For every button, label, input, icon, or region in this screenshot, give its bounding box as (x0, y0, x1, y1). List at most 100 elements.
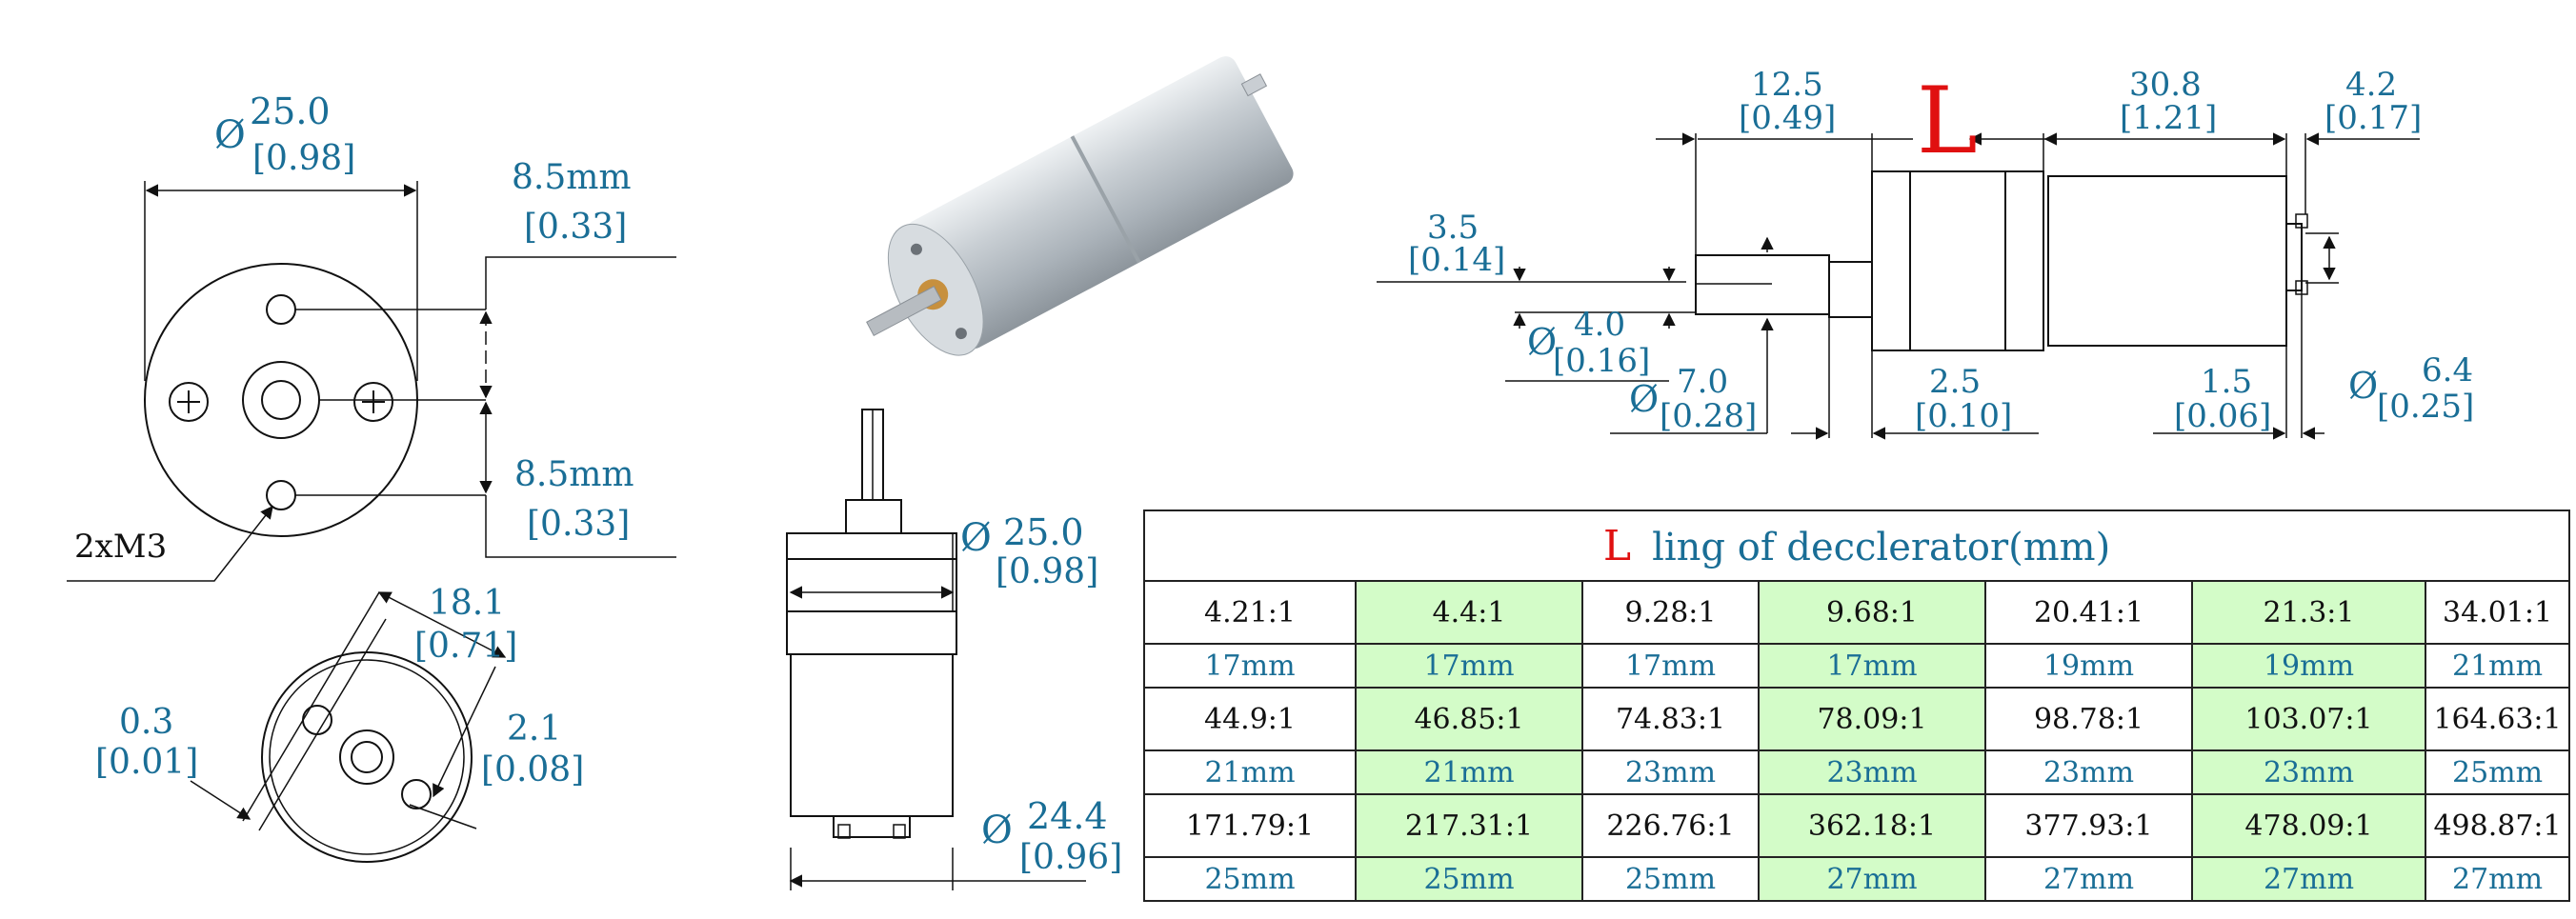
terminal-width-dim-line (433, 666, 496, 798)
motor-length-inch: [1.21] (2120, 99, 2217, 137)
front-view: Ø 25.0 [0.98] 8.5mm [0.33] 8.5mm [0.33] … (67, 90, 676, 582)
terminal-left (302, 705, 332, 735)
lower-offset-value: 8.5mm (514, 455, 634, 494)
flat-depth-inch: [0.14] (1408, 241, 1505, 279)
rear-cap-outer (261, 651, 473, 863)
terminal-gap-value: 1.5 (2201, 363, 2252, 401)
motor-photo (866, 56, 1294, 356)
output-shaft (261, 380, 301, 420)
end-diameter-inch: [0.25] (2377, 388, 2474, 426)
boss-length-value: 2.5 (1929, 363, 1981, 401)
table-row: 17mm 17mm 17mm 17mm 19mm 19mm 21mm (1143, 643, 2571, 689)
gear-plate-2 (786, 558, 957, 612)
motor-can (906, 56, 1294, 350)
svg-text:Ø: Ø (2348, 365, 2378, 407)
ratio-cell: 20.41:1 (1984, 580, 2193, 645)
ratio-cell: 103.07:1 (2191, 687, 2426, 751)
rear-cap-inner (269, 659, 465, 855)
length-cell: 21mm (2424, 643, 2571, 689)
top-view: Ø 25.0 [0.98] Ø 24.4 [0.96] (786, 409, 1122, 890)
diameter-symbol: Ø (214, 113, 246, 157)
terminal-thickness-inch: [0.01] (95, 743, 198, 782)
side-motor-body (2047, 175, 2287, 347)
table-row: 44.9:1 46.85:1 74.83:1 78.09:1 98.78:1 1… (1143, 687, 2571, 751)
length-cell: 21mm (1355, 749, 1583, 795)
length-cell: 19mm (2191, 643, 2426, 689)
flat-depth-value: 3.5 (1427, 209, 1479, 247)
length-cell: 25mm (2424, 749, 2571, 795)
length-cell: 27mm (1984, 856, 2193, 902)
gearbox-diameter-inch: [0.98] (996, 552, 1098, 591)
length-cell: 21mm (1143, 749, 1357, 795)
ratio-cell: 78.09:1 (1758, 687, 1986, 751)
length-symbol: L (1917, 68, 1978, 174)
boss-diameter-inch: [0.28] (1660, 397, 1757, 435)
ratio-cell: 9.28:1 (1581, 580, 1760, 645)
terminal-thickness-value: 0.3 (119, 703, 173, 742)
shaft-length-value: 12.5 (1751, 66, 1823, 104)
length-cell: 23mm (1758, 749, 1986, 795)
side-shaft (1695, 254, 1830, 315)
boss-top (845, 499, 902, 534)
table-row: 21mm 21mm 23mm 23mm 23mm 23mm 25mm (1143, 749, 2571, 795)
svg-text:Ø: Ø (960, 516, 992, 560)
terminal-span-inch: [0.71] (414, 627, 517, 666)
length-cell: 27mm (1758, 856, 1986, 902)
side-view: 12.5 [0.49] L 30.8 [1.21] 4.2 [0.17] 3.5… (1377, 66, 2474, 440)
table-row: 25mm 25mm 25mm 27mm 27mm 27mm 27mm (1143, 856, 2571, 902)
ratio-cell: 44.9:1 (1143, 687, 1357, 751)
motor-diameter-value: 24.4 (1027, 795, 1108, 837)
terminal-width-value: 2.1 (507, 709, 561, 749)
rear-view: 18.1 [0.71] 0.3 [0.01] 2.1 [0.08] (95, 584, 584, 863)
ratio-cell: 21.3:1 (2191, 580, 2426, 645)
boss-diameter-value: 7.0 (1677, 363, 1728, 401)
shaft-diameter-inch: [0.16] (1553, 342, 1650, 380)
table-title-l: L (1602, 521, 1632, 570)
table-row: 4.21:1 4.4:1 9.28:1 9.68:1 20.41:1 21.3:… (1143, 580, 2571, 645)
ratio-cell: 217.31:1 (1355, 793, 1583, 858)
ratio-cell: 226.76:1 (1581, 793, 1760, 858)
length-cell: 27mm (2191, 856, 2426, 902)
side-gear-plate-2 (1909, 170, 2006, 351)
length-cell: 25mm (1581, 856, 1760, 902)
gear-plate-3 (786, 610, 957, 655)
table-row: 171.79:1 217.31:1 226.76:1 362.18:1 377.… (1143, 793, 2571, 858)
terminal-span-dim-line (377, 591, 507, 658)
end-cap-inch: [0.17] (2324, 99, 2422, 137)
ratio-cell: 74.83:1 (1581, 687, 1760, 751)
ratio-cell: 34.01:1 (2424, 580, 2571, 645)
side-gear-plate-3 (2004, 170, 2044, 351)
front-diameter-value: 25.0 (250, 90, 331, 132)
front-diameter-inch: [0.98] (252, 139, 355, 178)
side-rear-cap (2285, 223, 2303, 291)
ratio-cell: 4.21:1 (1143, 580, 1357, 645)
mount-hole-bottom (266, 480, 296, 510)
length-cell: 19mm (1984, 643, 2193, 689)
upper-offset-value: 8.5mm (512, 158, 632, 197)
ratio-cell: 164.63:1 (2424, 687, 2571, 751)
side-gear-plate-1 (1871, 170, 1911, 351)
shaft-length-inch: [0.49] (1739, 99, 1836, 137)
end-cap-value: 4.2 (2345, 66, 2397, 104)
shaft-diameter-value: 4.0 (1574, 306, 1625, 344)
lower-offset-inch: [0.33] (527, 505, 630, 544)
length-cell: 25mm (1143, 856, 1357, 902)
svg-text:Ø: Ø (1527, 321, 1557, 363)
ratio-cell: 171.79:1 (1143, 793, 1357, 858)
gear-plate-1 (786, 532, 957, 560)
upper-offset-inch: [0.33] (524, 208, 627, 247)
rear-cap-top (833, 815, 911, 838)
ratio-cell: 4.4:1 (1355, 580, 1583, 645)
length-cell: 17mm (1581, 643, 1760, 689)
length-cell: 17mm (1758, 643, 1986, 689)
ratio-cell: 478.09:1 (2191, 793, 2426, 858)
terminal-gap-inch: [0.06] (2174, 397, 2271, 435)
length-cell: 25mm (1355, 856, 1583, 902)
motor-body-top (790, 653, 954, 817)
terminal-width-inch: [0.08] (481, 750, 584, 789)
length-cell: 17mm (1355, 643, 1583, 689)
svg-text:Ø: Ø (981, 809, 1013, 852)
